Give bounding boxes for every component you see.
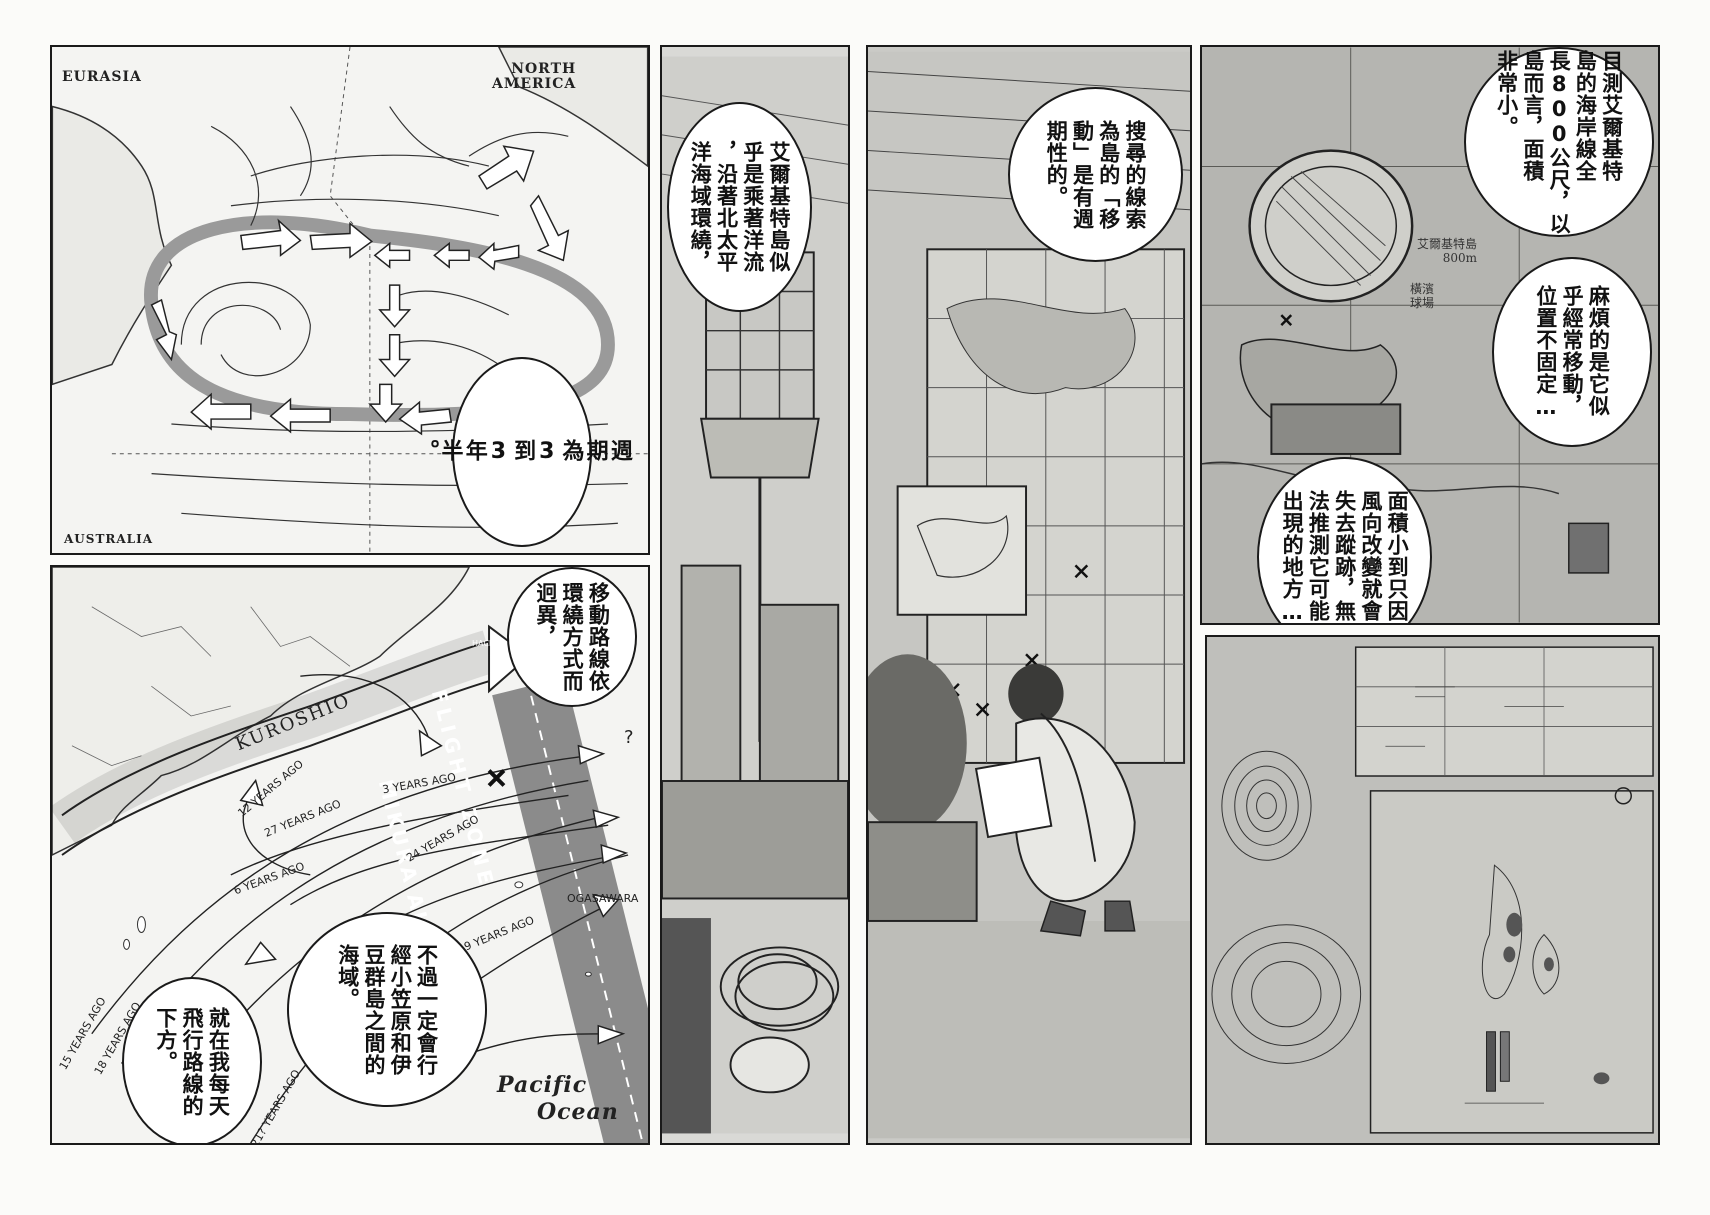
note-island-800m: 艾爾基特島 800m xyxy=(1417,237,1478,266)
label-ocean: Ocean xyxy=(537,1099,619,1125)
label-hachijo: HACHIJO xyxy=(472,639,506,648)
balloon-text-current: 艾爾基特島似 乎是乘著洋流 ，沿著北太平 洋海域環繞， xyxy=(688,141,791,273)
panel-nautical-chart xyxy=(1205,635,1660,1145)
balloon-text-wind: 面積小到只因 風向改變就會 失去蹤跡，無 法推測它可能 出現的地方… xyxy=(1280,489,1410,625)
island-route-map xyxy=(52,567,648,1143)
label-eurasia: EURASIA xyxy=(62,69,142,85)
nautical-chart-art xyxy=(1207,637,1658,1143)
speech-balloon-cycle: 週 期 為 3 到 3 年 半 。 xyxy=(413,357,632,547)
label-pacific: Pacific xyxy=(497,1072,588,1098)
panel-lamp-scene: 艾爾基特島似 乎是乘著洋流 ，沿著北太平 洋海域環繞， xyxy=(660,45,850,1145)
balloon-text-clue: 搜尋的線索 為島的「移 動」是有週 期性的。 xyxy=(1044,119,1147,230)
speech-balloon-moves: 麻煩的是它似 乎經常移動， 位置不固定… xyxy=(1492,257,1652,447)
balloon-text-below-route: 就在我每天 飛行路線的 下方。 xyxy=(153,1007,231,1117)
balloon-text-size: 目測艾爾基特 島的海岸線全 長800公尺，以 島而言，面積 非常小。 xyxy=(1494,49,1624,235)
speech-balloon-wind: 面積小到只因 風向改變就會 失去蹤跡，無 法推測它可能 出現的地方… xyxy=(1257,457,1432,625)
note-yokohama-field: 橫濱 球場 xyxy=(1410,282,1435,311)
speech-balloon-below-route: 就在我每天 飛行路線的 下方。 xyxy=(122,977,262,1143)
label-australia: AUSTRALIA xyxy=(64,532,154,546)
panel-island-closeup: 艾爾基特島 800m 橫濱 球場 目測艾爾基特 島的海岸線全 長800公尺，以 … xyxy=(1200,45,1660,625)
balloon-text-route-varies: 移動路線依 環繞方式而 迥異， xyxy=(533,582,611,692)
balloon-text-passes-between: 不過一定會行 經小笠原和伊 豆群島之間的 海域。 xyxy=(335,943,439,1076)
speech-balloon-current: 艾爾基特島似 乎是乘著洋流 ，沿著北太平 洋海域環繞， xyxy=(667,102,812,312)
balloon-text-cycle: 週 期 為 3 到 3 年 半 。 xyxy=(413,439,632,465)
speech-balloon-size: 目測艾爾基特 島的海岸線全 長800公尺，以 島而言，面積 非常小。 xyxy=(1464,47,1654,237)
label-north-america: NORTH AMERICA xyxy=(492,61,577,93)
panel-route-map: KUROSHIO MIKURA AIR SERVICE FLIGHT ZONE … xyxy=(50,565,650,1145)
speech-balloon-passes-between: 不過一定會行 經小笠原和伊 豆群島之間的 海域。 xyxy=(287,912,487,1107)
speech-balloon-clue: 搜尋的線索 為島的「移 動」是有週 期性的。 xyxy=(1008,87,1183,262)
lamp-scene-art xyxy=(662,56,848,1134)
label-question-mark: ? xyxy=(624,727,634,748)
panel-map-wall-scene: 搜尋的線索 為島的「移 動」是有週 期性的。 xyxy=(866,45,1192,1145)
speech-balloon-route-varies: 移動路線依 環繞方式而 迥異， xyxy=(507,567,637,707)
panel-pacific-map: EURASIA NORTH AMERICA AUSTRALIA 週 期 為 3 … xyxy=(50,45,650,555)
balloon-text-moves: 麻煩的是它似 乎經常移動， 位置不固定… xyxy=(1533,284,1611,420)
label-ogasawara: OGASAWARA xyxy=(567,892,639,905)
